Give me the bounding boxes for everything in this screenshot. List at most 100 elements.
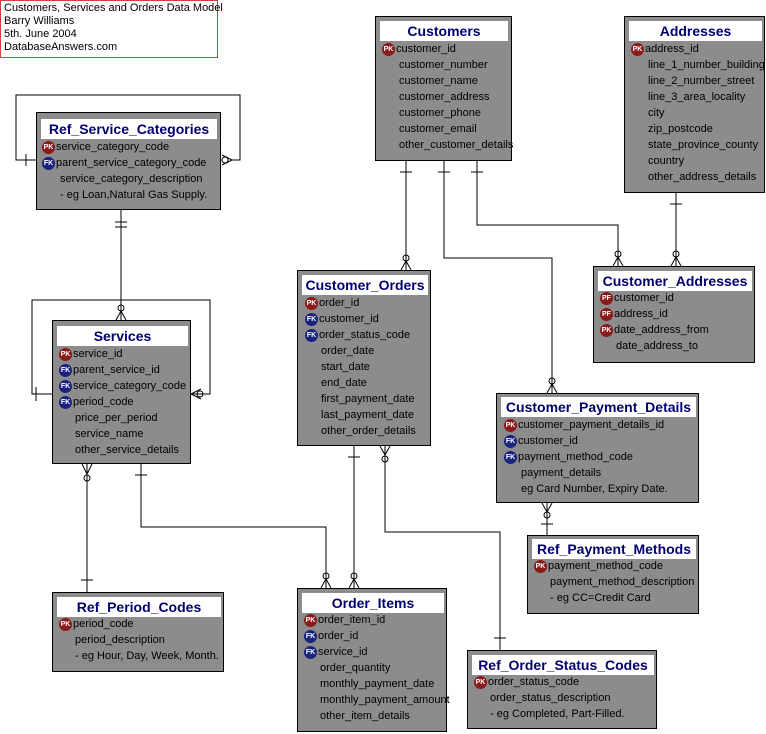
relationship-line — [543, 511, 551, 519]
relationship-line — [320, 578, 327, 589]
relationship-line — [443, 161, 553, 393]
entity-attribute: other_item_details — [320, 710, 410, 722]
relationship-line — [400, 260, 407, 271]
entity-title: Services — [57, 326, 188, 346]
relationship-line — [402, 254, 410, 262]
entity-attribute: parent_service_category_code — [56, 157, 207, 169]
relationship-line — [546, 383, 553, 394]
entity-attribute: service_category_code — [56, 141, 170, 153]
entity-attribute: order_date — [321, 345, 375, 357]
fk-key-icon: FK — [59, 380, 72, 393]
note-title: Customers, Services and Orders Data Mode… — [4, 2, 223, 14]
relationship-line — [476, 161, 619, 266]
entity-attribute: period_description — [75, 634, 165, 646]
entity-attribute: address_id — [645, 43, 699, 55]
fk-key-icon: FK — [304, 630, 317, 643]
entity-attribute: order_status_description — [490, 692, 611, 704]
relationship-line — [541, 502, 548, 513]
entity-attribute: start_date — [321, 361, 370, 373]
entity-attribute: customer_address — [399, 91, 490, 103]
relationship-line — [325, 578, 332, 589]
relationship-line — [120, 310, 127, 321]
note-site: DatabaseAnswers.com — [4, 41, 118, 53]
entity-attribute: monthly_payment_date — [320, 678, 435, 690]
relationship-line — [322, 572, 330, 580]
entity-attribute: payment_details — [521, 467, 602, 479]
fk-key-icon: FK — [42, 157, 55, 170]
relationship-line — [672, 250, 680, 258]
entity-attribute: eg Card Number, Expiry Date. — [521, 483, 668, 495]
relationship-line — [384, 445, 391, 456]
entity-attribute: customer_id — [396, 43, 456, 55]
entity-attribute: order_id — [319, 297, 360, 309]
pk-key-icon: PK — [59, 618, 72, 631]
pf-key-icon: PF — [600, 292, 613, 305]
entity-attribute: period_code — [73, 618, 134, 630]
entity-attribute: service_category_description — [60, 173, 203, 185]
entity-attribute: other_order_details — [321, 425, 416, 437]
relationship-line — [140, 464, 327, 588]
entity-attribute: payment_method_code — [548, 560, 663, 572]
entity-attribute: date_address_from — [614, 324, 709, 336]
pk-key-icon: PK — [305, 297, 318, 310]
entity-attribute: service_id — [73, 348, 123, 360]
entity-attribute: customer_id — [614, 292, 674, 304]
relationship-line — [86, 463, 93, 475]
relationship-line — [221, 156, 229, 164]
entity-attribute: - eg CC=Credit Card — [550, 592, 651, 604]
entity-attribute: order_status_code — [319, 329, 411, 341]
relationship-line — [617, 256, 624, 267]
pk-key-icon: PK — [382, 43, 395, 56]
fk-key-icon: FK — [305, 313, 318, 326]
pf-key-icon: PF — [600, 308, 613, 321]
entity-attribute: other_service_details — [75, 444, 179, 456]
relationship-line — [379, 445, 386, 456]
fk-key-icon: FK — [504, 435, 517, 448]
entity-attribute: other_customer_details — [399, 139, 514, 151]
relationship-line — [384, 446, 501, 650]
fk-key-icon: FK — [59, 396, 72, 409]
relationship-line — [381, 455, 389, 463]
fk-key-icon: FK — [305, 329, 318, 342]
fk-key-icon: FK — [504, 451, 517, 464]
relationship-line — [614, 250, 622, 258]
entity-attribute: service_id — [318, 646, 368, 658]
entity-attribute: order_item_id — [318, 614, 386, 626]
entity-attribute: customer_number — [399, 59, 488, 71]
entity-attribute: address_id — [614, 308, 668, 320]
relationship-line — [548, 377, 556, 385]
relationship-line — [612, 256, 619, 267]
entity-title: Ref_Period_Codes — [57, 597, 221, 617]
entity-title: Order_Items — [302, 593, 444, 613]
entity-title: Customer_Orders — [302, 275, 428, 295]
entity-attribute: state_province_county — [648, 139, 759, 151]
entity-title: Ref_Order_Status_Codes — [472, 655, 654, 675]
entity-attribute: zip_postcode — [648, 123, 713, 135]
entity-attribute: period_code — [73, 396, 134, 408]
relationship-line — [81, 463, 88, 475]
entity-attribute: price_per_period — [75, 412, 158, 424]
relationship-line — [405, 260, 412, 271]
pk-key-icon: PK — [42, 141, 55, 154]
pk-key-icon: PK — [631, 43, 644, 56]
pk-key-icon: PK — [474, 676, 487, 689]
pk-key-icon: PK — [59, 348, 72, 361]
entity-attribute: customer_payment_details_id — [518, 419, 665, 431]
entity-title: Ref_Payment_Methods — [532, 539, 696, 559]
entity-attribute: customer_name — [399, 75, 478, 87]
relationship-line — [348, 578, 355, 589]
entity-attribute: city — [648, 107, 665, 119]
entity-title: Customers — [380, 21, 508, 41]
